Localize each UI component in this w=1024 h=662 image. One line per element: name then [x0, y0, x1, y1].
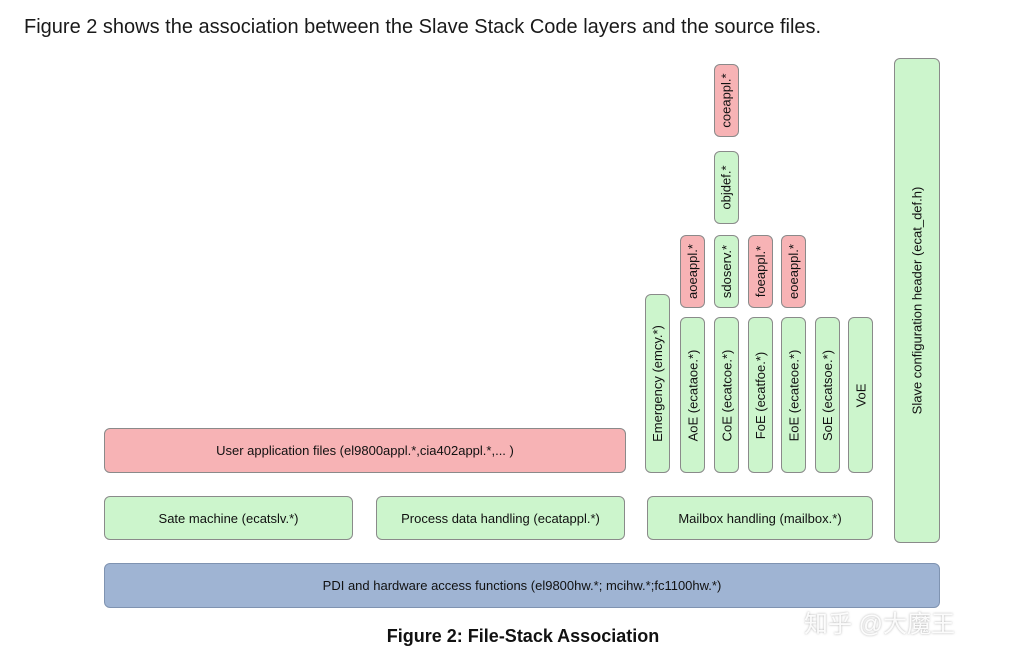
mailbox-box: Mailbox handling (mailbox.*) [647, 496, 873, 540]
foe-box: FoE (ecatfoe.*) [748, 317, 773, 473]
slave-config-header-box: Slave configuration header (ecat_def.h) [894, 58, 940, 543]
process-data-label: Process data handling (ecatappl.*) [401, 510, 600, 526]
foeappl-label: foeappl.* [753, 245, 769, 298]
soe-box: SoE (ecatsoe.*) [815, 317, 840, 473]
process-data-box: Process data handling (ecatappl.*) [376, 496, 625, 540]
soe-label: SoE (ecatsoe.*) [820, 349, 836, 441]
hardware-layer-label: PDI and hardware access functions (el980… [322, 578, 722, 593]
eoe-box: EoE (ecateoe.*) [781, 317, 806, 473]
user-application-label: User application files (el9800appl.*,cia… [216, 443, 514, 458]
state-machine-label: Sate machine (ecatslv.*) [158, 510, 299, 526]
eoe-label: EoE (ecateoe.*) [786, 349, 801, 441]
coeappl-box: coeappl.* [714, 64, 739, 137]
slave-config-header-label: Slave configuration header (ecat_def.h) [909, 186, 925, 415]
coe-label: CoE (ecatcoe.*) [719, 349, 735, 441]
coe-box: CoE (ecatcoe.*) [714, 317, 739, 473]
voe-box: VoE [848, 317, 873, 473]
watermark: 知乎 @大魔王 [804, 611, 956, 638]
aoe-box: AoE (ecataoe.*) [680, 317, 705, 473]
objdef-box: objdef.* [714, 151, 739, 224]
user-application-box: User application files (el9800appl.*,cia… [104, 428, 626, 473]
figure-caption: Figure 2: File-Stack Association [386, 626, 660, 646]
sdoserv-label: sdoserv.* [719, 244, 735, 299]
hardware-layer-box: PDI and hardware access functions (el980… [104, 563, 940, 608]
aoeappl-box: aoeappl.* [680, 235, 705, 308]
objdef-label: objdef.* [719, 165, 734, 210]
intro-text: Figure 2 shows the association between t… [24, 16, 822, 38]
state-machine-box: Sate machine (ecatslv.*) [104, 496, 353, 540]
foeappl-box: foeappl.* [748, 235, 773, 308]
emergency-box: Emergency (emcy.*) [645, 294, 670, 473]
mailbox-label: Mailbox handling (mailbox.*) [678, 510, 842, 526]
coeappl-label: coeappl.* [719, 73, 734, 128]
aoe-label: AoE (ecataoe.*) [685, 349, 700, 441]
eoeappl-label: eoeappl.* [786, 244, 802, 299]
emergency-label: Emergency (emcy.*) [650, 325, 666, 442]
sdoserv-box: sdoserv.* [714, 235, 739, 308]
foe-label: FoE (ecatfoe.*) [753, 351, 768, 439]
voe-label: VoE [853, 383, 869, 407]
eoeappl-box: eoeappl.* [781, 235, 806, 308]
aoeappl-label: aoeappl.* [685, 244, 701, 299]
